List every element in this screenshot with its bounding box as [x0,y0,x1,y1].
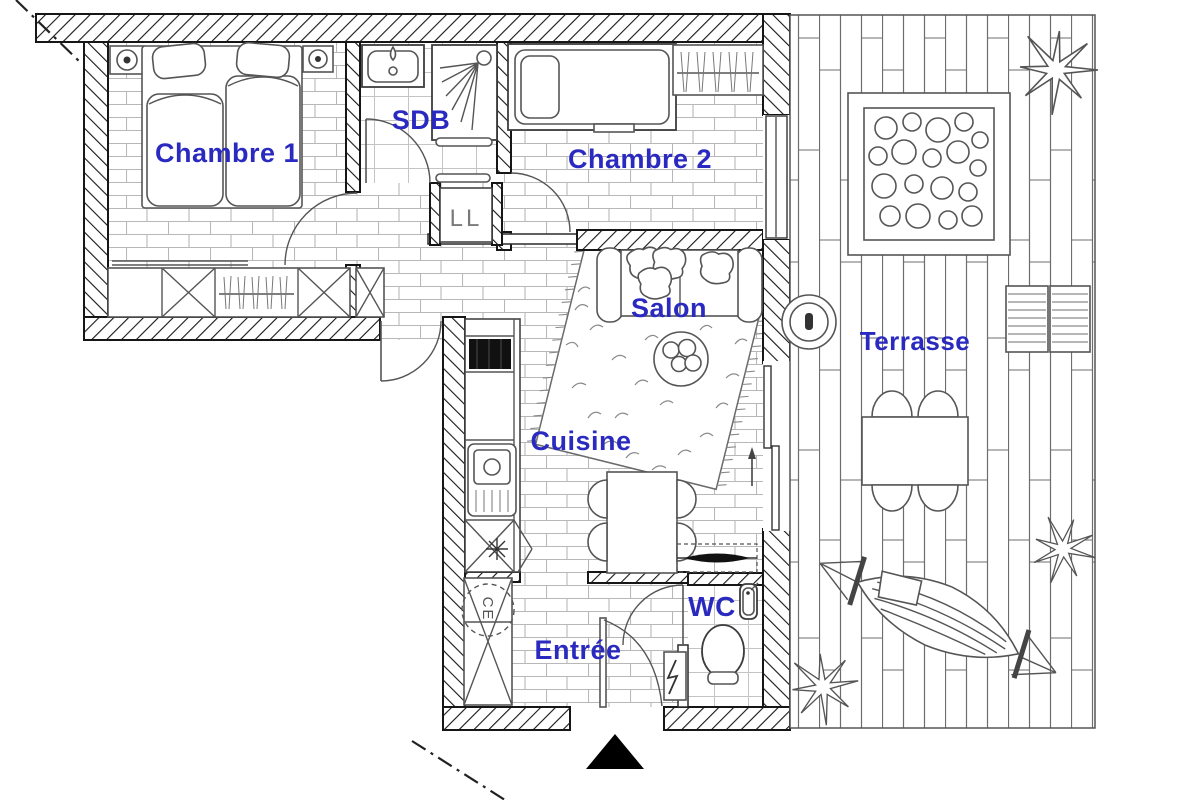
wall-wing-bottom [83,316,381,341]
terrace-dining [861,390,969,512]
dining-chair [676,479,697,519]
dining-chair [587,479,608,519]
room-label-sdb: SDB [392,105,451,135]
double-bed [141,41,303,209]
hall-kitchen-door [380,320,442,382]
terrace-planter [847,92,1011,256]
sliding-bay-window [748,361,790,531]
sofa [596,245,763,323]
wall-wm-left [429,182,441,246]
sdb-door [365,118,431,184]
room-label-chambre1: Chambre 1 [155,138,299,168]
chambre2-furniture [507,43,764,133]
sdb-sink [361,44,425,88]
dining-table [606,471,678,574]
boundary-line-bottom [411,740,506,800]
radiator [676,543,758,573]
wc-basin [739,582,759,620]
chambre2-door [510,172,571,233]
room-label-wc: WC [688,591,736,622]
wm-closet [439,187,493,243]
dining-chair [676,522,697,562]
terrace-table [861,416,969,486]
terrace-bench [1005,285,1091,353]
terrace-chair [917,390,959,418]
bay-slide-arrow [748,447,756,486]
label-washing-machine: LL [450,205,483,232]
room-label-chambre2: Chambre 2 [568,144,712,174]
kitchen-cabinet [464,519,515,573]
front-door-marker [586,734,644,769]
room-labels: Chambre 1 SDB Chambre 2 Salon Cuisine En… [155,105,970,665]
front-door [599,617,663,708]
label-water-heater: CE [479,597,496,622]
hall-cabinet [355,267,385,318]
room-label-salon: Salon [631,293,707,323]
threshold-shelf [435,173,491,183]
chambre2-wardrobe [672,44,764,96]
nightstand-right [302,45,334,73]
nightstand-left [109,45,145,75]
wall-bottom-left [442,706,571,731]
sdb-furniture [361,44,498,243]
kitchen-sink [467,443,517,517]
cooktop [469,339,511,369]
wall-right-lower [762,528,791,731]
shower [431,44,498,141]
wall-kitchen-left [442,316,466,731]
terrace-pot [781,294,837,350]
room-label-entree: Entrée [534,635,621,665]
doors [284,118,684,769]
dining-chair [587,522,608,562]
wall-right-mid [762,238,791,364]
chambre1-wardrobe [107,260,351,318]
wc-door [622,584,684,646]
single-bed [507,43,677,133]
boundary-line-top [15,0,81,63]
terrace-chair [871,390,913,418]
hammock [819,556,1057,679]
wall-left-exterior [83,41,109,341]
cuisine-furniture [464,318,758,574]
coffee-table [653,331,709,387]
electrical-panel [663,651,687,701]
shower-tray [435,137,493,147]
wc-furniture [701,582,759,685]
entree-furniture [461,577,687,706]
terrace-chair [917,484,959,512]
floor-hall-doorway [380,317,443,340]
terrasse-area [781,14,1105,731]
wall-right-upper [762,13,791,116]
wall-wm-right [491,182,503,246]
ce-closet [461,577,515,706]
room-label-terrasse: Terrasse [860,326,971,356]
wall-bottom-right [663,706,791,731]
salon-furniture [596,245,763,387]
chambre2-window [763,115,790,239]
chambre1-door [284,192,358,266]
room-label-cuisine: Cuisine [530,426,631,456]
toilet [701,624,745,685]
wall-chambre2-bottom [576,229,764,251]
terrace-chair [871,484,913,512]
chambre1-furniture [107,41,385,318]
wall-chambre1-right [345,41,361,193]
wall-top-exterior [35,13,791,43]
